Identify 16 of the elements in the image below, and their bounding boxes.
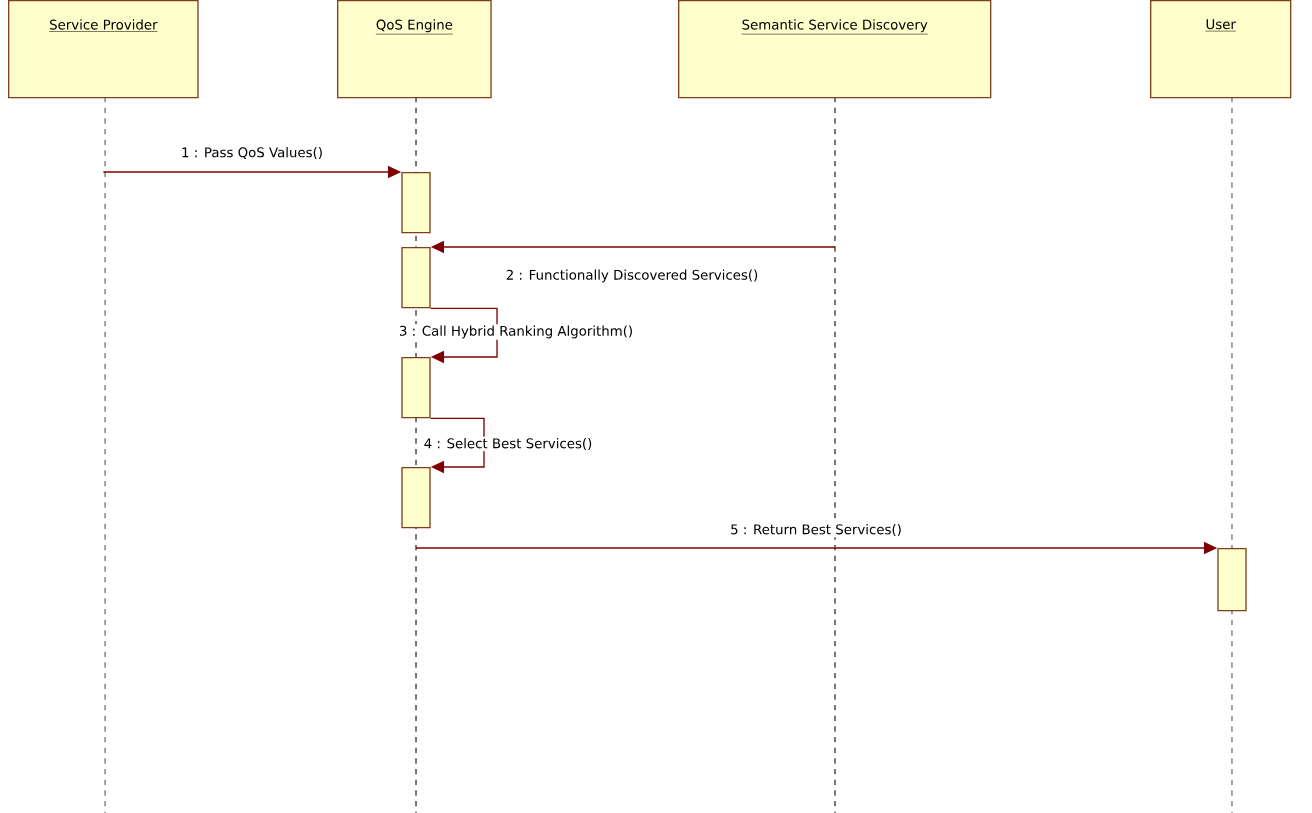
lifeline-head: User	[1150, 0, 1292, 99]
activation-bar	[401, 357, 431, 419]
lifeline-head: QoS Engine	[337, 0, 492, 99]
activation-bar	[401, 172, 431, 234]
lifeline-head: Semantic Service Discovery	[678, 0, 992, 99]
message-arrow	[430, 417, 485, 474]
message-label: 3 : Call Hybrid Ranking Algorithm()	[397, 324, 635, 340]
activation-bar	[401, 247, 431, 309]
message-label: 2 : Functionally Discovered Services()	[504, 268, 760, 284]
message-arrow	[430, 307, 498, 364]
activation-bar	[1217, 548, 1247, 612]
message-label: 5 : Return Best Services()	[728, 522, 904, 538]
lifeline-head: Service Provider	[8, 0, 199, 99]
activation-bar	[401, 467, 431, 529]
message-label: 1 : Pass QoS Values()	[179, 145, 325, 161]
message-label: 4 : Select Best Services()	[422, 436, 594, 452]
